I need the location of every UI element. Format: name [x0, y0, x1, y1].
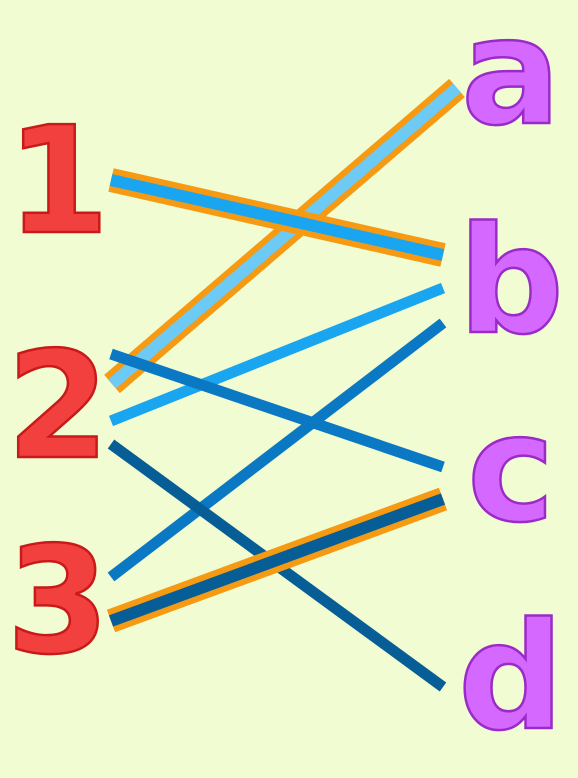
edge-3-b: [107, 318, 447, 582]
edge-3-c: [108, 493, 446, 627]
right-node-group: a b c d: [457, 0, 565, 764]
right-node-c: c: [467, 383, 555, 555]
left-node-2: 2: [7, 320, 110, 492]
edge-2-c: [109, 348, 445, 473]
left-node-group: 1 2 3: [5, 94, 110, 689]
edge-group: [104, 78, 465, 692]
right-node-b: b: [458, 195, 564, 367]
edge-2-b: [108, 282, 446, 427]
right-node-d: d: [458, 591, 564, 763]
left-node-1: 1: [7, 95, 110, 267]
right-node-a: a: [461, 0, 561, 158]
edge-2-a: [108, 83, 461, 389]
edge-1-b: [109, 174, 445, 261]
left-node-3: 3: [7, 515, 110, 687]
